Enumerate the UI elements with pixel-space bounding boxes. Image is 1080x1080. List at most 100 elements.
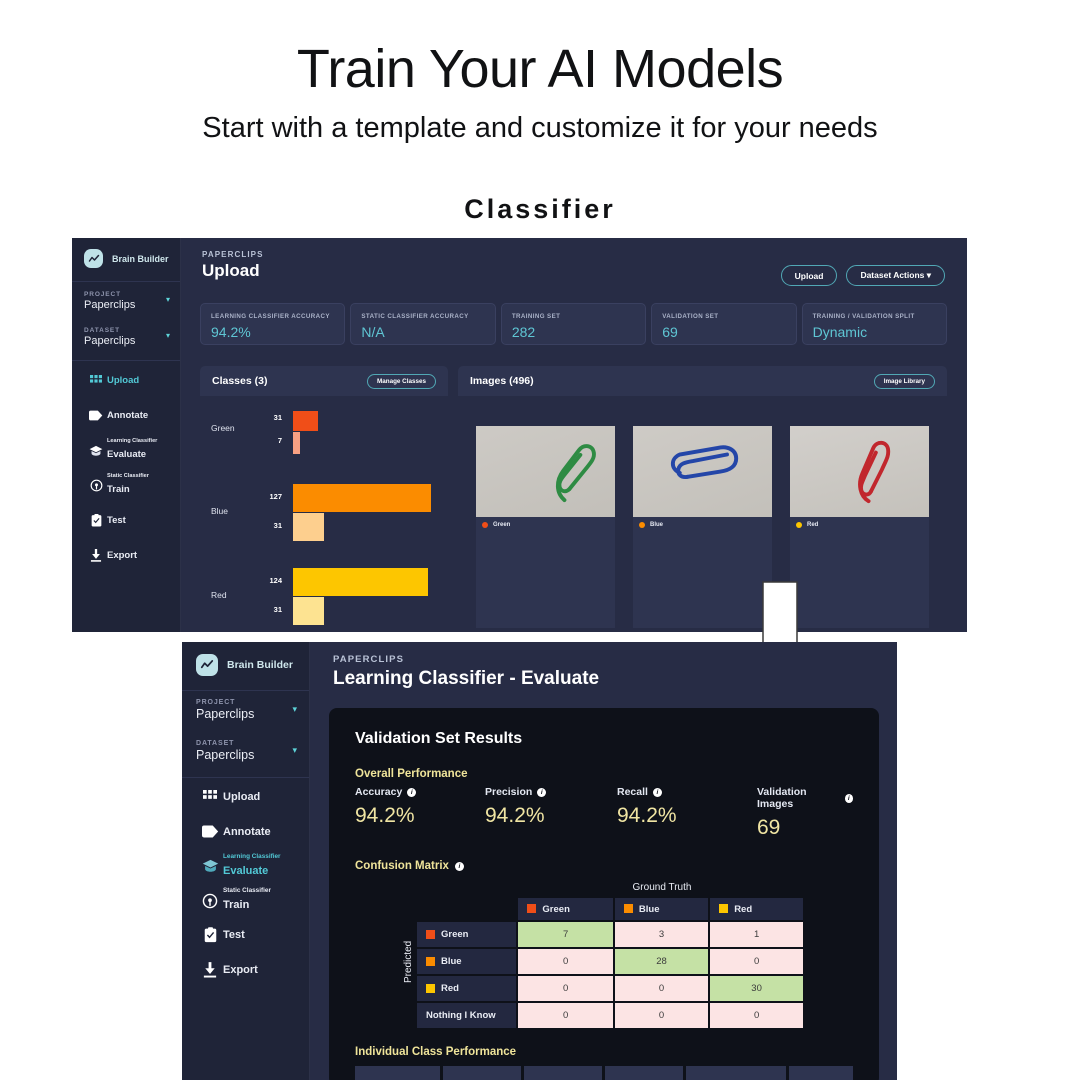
row-header-label: Green	[441, 929, 469, 940]
breadcrumb: PAPERCLIPS Upload	[202, 250, 264, 281]
graduation-cap-icon	[197, 859, 223, 873]
sidebar-item-evaluate[interactable]: Learning Classifier Evaluate	[72, 433, 180, 468]
image-library-button[interactable]: Image Library	[873, 373, 935, 389]
stat-value: 282	[511, 324, 536, 340]
chevron-down-icon[interactable]: ▾	[292, 745, 297, 755]
chart-bar-val-green	[293, 432, 300, 454]
cm-cell: 0	[518, 976, 613, 1001]
sidebar-item-train[interactable]: Static Classifier Train	[72, 468, 180, 503]
col-header-blue: Blue	[614, 898, 709, 920]
dataset-actions-button[interactable]: Dataset Actions ▾	[846, 265, 945, 286]
class-color-swatch	[426, 956, 435, 966]
image-thumbnail[interactable]: Blue	[633, 426, 772, 628]
sidebar-item-annotate[interactable]: Annotate	[182, 815, 309, 850]
sidebar-item-test[interactable]: Test	[182, 918, 309, 953]
row-header-red: Red	[417, 976, 517, 1001]
info-icon[interactable]: i	[407, 787, 417, 797]
class-color-swatch	[426, 983, 435, 993]
cm-cell: 30	[710, 976, 803, 1001]
thumbnail-photo	[633, 426, 772, 517]
info-icon[interactable]: i	[454, 861, 464, 871]
stat-card: LEARNING CLASSIFIER ACCURACY 94.2%	[200, 303, 346, 345]
grid-icon	[85, 374, 107, 387]
target-icon	[85, 479, 107, 492]
sidebar-item-upload[interactable]: Upload	[72, 363, 180, 398]
cm-cell: 3	[614, 922, 709, 947]
info-icon[interactable]: i	[844, 793, 853, 803]
section-title: Classifier	[464, 194, 616, 224]
cm-cell: 0	[710, 949, 803, 974]
info-icon[interactable]: i	[652, 787, 662, 797]
graduation-cap-icon	[85, 445, 107, 457]
chart-bar-train-blue	[293, 484, 431, 512]
cm-cell: 0	[614, 1003, 709, 1028]
brand-name: Brain Builder	[227, 659, 293, 671]
confusion-matrix: Ground Truth Predicted Green Blue Red	[403, 882, 805, 1030]
class-color-dot	[639, 522, 645, 528]
clipboard-check-icon	[85, 514, 107, 527]
chevron-down-icon[interactable]: ▾	[165, 331, 170, 340]
table-header-cell	[605, 1066, 683, 1080]
dataset-value: Paperclips	[196, 748, 255, 762]
dataset-selector[interactable]: DATASET Paperclips	[84, 327, 135, 347]
sidebar-item-export[interactable]: Export	[182, 953, 309, 988]
images-card: Images (496) Image Library Green	[458, 366, 947, 628]
project-label: PROJECT	[196, 699, 236, 706]
stat-value: 69	[662, 324, 678, 340]
sidebar-item-upload[interactable]: Upload	[182, 780, 309, 815]
manage-classes-button[interactable]: Manage Classes	[366, 373, 436, 389]
chart-line-icon	[196, 654, 218, 676]
images-card-header: Images (496) Image Library	[458, 366, 947, 396]
table-row: Nothing I Know 0 0 0	[417, 1003, 803, 1028]
sidebar-item-evaluate[interactable]: Learning Classifier Evaluate	[182, 849, 309, 884]
project-selector[interactable]: PROJECT Paperclips	[196, 699, 254, 721]
header-actions: Upload Dataset Actions ▾	[780, 265, 945, 286]
sidebar-item-test[interactable]: Test	[72, 503, 180, 538]
image-thumbnail[interactable]: Green	[476, 426, 615, 628]
sidebar-item-export[interactable]: Export	[72, 538, 180, 573]
col-header-label: Red	[734, 903, 753, 915]
table-header-cell	[524, 1066, 602, 1080]
sidebar-item-label: Test	[223, 929, 245, 942]
stat-label: TRAINING / VALIDATION SPLIT	[812, 313, 915, 320]
classes-card: Classes (3) Manage Classes Green 31 7 Bl…	[200, 366, 448, 628]
sidebar-item-sup: Static Classifier	[223, 887, 271, 895]
ground-truth-title: Ground Truth	[632, 882, 692, 893]
sidebar-item-annotate[interactable]: Annotate	[72, 398, 180, 433]
upload-button[interactable]: Upload	[780, 265, 838, 286]
classes-card-title: Classes (3)	[212, 375, 268, 387]
chart-bar-train-red	[293, 568, 428, 596]
chevron-down-icon[interactable]: ▾	[165, 295, 170, 304]
sidebar-item-train[interactable]: Static Classifier Train	[182, 884, 309, 919]
cm-cell: 0	[518, 949, 613, 974]
stat-card: STATIC CLASSIFIER ACCURACY N/A	[350, 303, 496, 345]
row-header-nothing-i-know: Nothing I Know	[417, 1003, 517, 1028]
chart-bar-train-green	[293, 411, 318, 431]
row-header-blue: Blue	[417, 949, 517, 974]
thumbnail-caption: Red	[790, 517, 929, 533]
table-header-row: Green Blue Red	[417, 898, 803, 920]
overall-performance-label: Overall Performance	[355, 768, 468, 780]
stats-row: LEARNING CLASSIFIER ACCURACY 94.2% STATI…	[200, 303, 948, 345]
dataset-selector[interactable]: DATASET Paperclips	[196, 740, 254, 762]
evaluate-main: PAPERCLIPS Learning Classifier - Evaluat…	[309, 642, 897, 1080]
metric-validation-images: Validation Images i 69	[757, 786, 853, 840]
page-header: Train Your AI Models Start with a templa…	[0, 0, 1080, 225]
table-header-cell	[443, 1066, 521, 1080]
row-header-green: Green	[417, 922, 517, 947]
sidebar-item-text: Learning Classifier Evaluate	[223, 853, 281, 879]
project-selector[interactable]: PROJECT Paperclips	[84, 291, 135, 311]
info-icon[interactable]: i	[537, 787, 547, 797]
chevron-down-icon[interactable]: ▾	[292, 704, 297, 714]
metric-accuracy: Accuracy i 94.2%	[355, 786, 485, 840]
sidebar-item-sup: Static Classifier	[107, 472, 149, 479]
image-thumbnail[interactable]: Red	[790, 426, 929, 628]
sidebar-item-label: Annotate	[107, 410, 149, 421]
chart-value-label: 124	[269, 576, 282, 585]
class-color-dot	[796, 522, 802, 528]
row-header-label: Red	[441, 983, 459, 994]
confusion-matrix-table: Green Blue Red Green 7	[415, 896, 805, 1030]
thumbnail-label: Green	[493, 522, 511, 528]
sidebar-item-label: Evaluate	[223, 864, 269, 877]
stat-value: Dynamic	[812, 324, 868, 340]
